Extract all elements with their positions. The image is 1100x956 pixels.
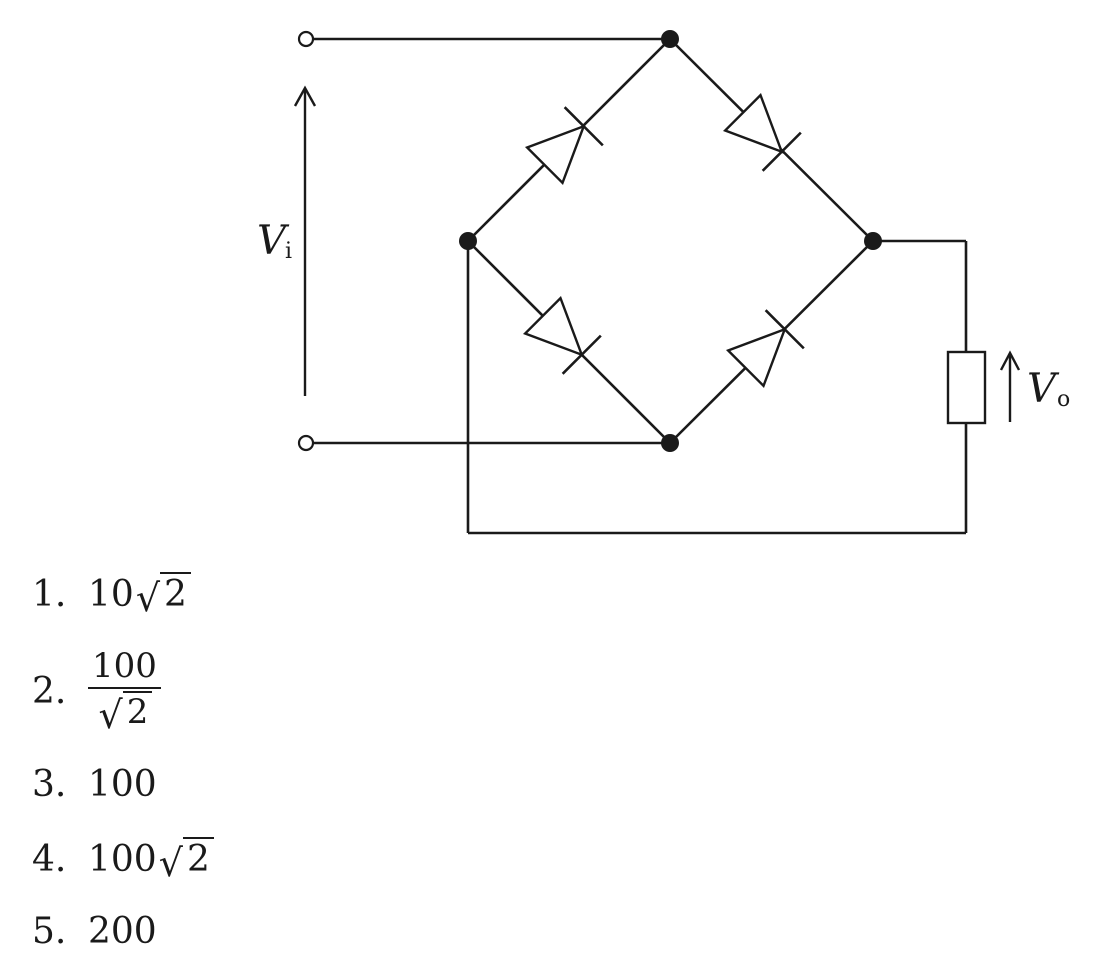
- square-root: √2: [136, 572, 191, 617]
- radicand: 2: [160, 572, 191, 615]
- node-bottom: [661, 434, 679, 452]
- node-top: [661, 30, 679, 48]
- option-3[interactable]: 3. 100: [32, 759, 157, 809]
- option-coefficient: 100: [88, 838, 157, 880]
- option-number: 2.: [32, 670, 67, 712]
- output-voltage-label: V: [1027, 366, 1060, 412]
- option-4[interactable]: 4. 100 √2: [32, 834, 214, 884]
- fraction: 100 √2: [88, 649, 161, 734]
- option-1[interactable]: 1. 10 √2: [32, 569, 191, 619]
- option-number: 3.: [32, 763, 67, 805]
- option-2[interactable]: 2. 100 √2: [32, 645, 161, 737]
- input-voltage-label: V: [257, 218, 290, 264]
- diode-top-left: [524, 106, 604, 186]
- option-number: 5.: [32, 910, 67, 952]
- square-root: √2: [159, 837, 214, 882]
- diode-bottom-left: [522, 295, 602, 375]
- radicand: 2: [122, 691, 153, 732]
- fraction-denominator: √2: [99, 689, 153, 734]
- load-resistor: [946, 350, 987, 425]
- input-voltage-arrow-icon: [293, 85, 317, 396]
- diode-top-right: [722, 92, 802, 172]
- input-terminal-top: [297, 30, 315, 48]
- option-value: 100: [88, 763, 157, 805]
- option-number: 4.: [32, 838, 67, 880]
- option-5[interactable]: 5. 200: [32, 906, 157, 956]
- option-value: 200: [88, 910, 157, 952]
- option-coefficient: 10: [88, 573, 134, 615]
- input-terminal-bottom: [297, 434, 315, 452]
- option-number: 1.: [32, 573, 67, 615]
- diode-bottom-right: [725, 309, 805, 389]
- output-voltage-subscript: o: [1057, 387, 1070, 412]
- radicand: 2: [182, 837, 214, 880]
- node-right: [864, 232, 882, 250]
- node-left: [459, 232, 477, 250]
- output-voltage-arrow-icon: [999, 350, 1021, 422]
- fraction-numerator: 100: [88, 649, 161, 690]
- input-voltage-subscript: i: [285, 239, 292, 264]
- bridge-rectifier-circuit: V i V o: [257, 30, 1070, 535]
